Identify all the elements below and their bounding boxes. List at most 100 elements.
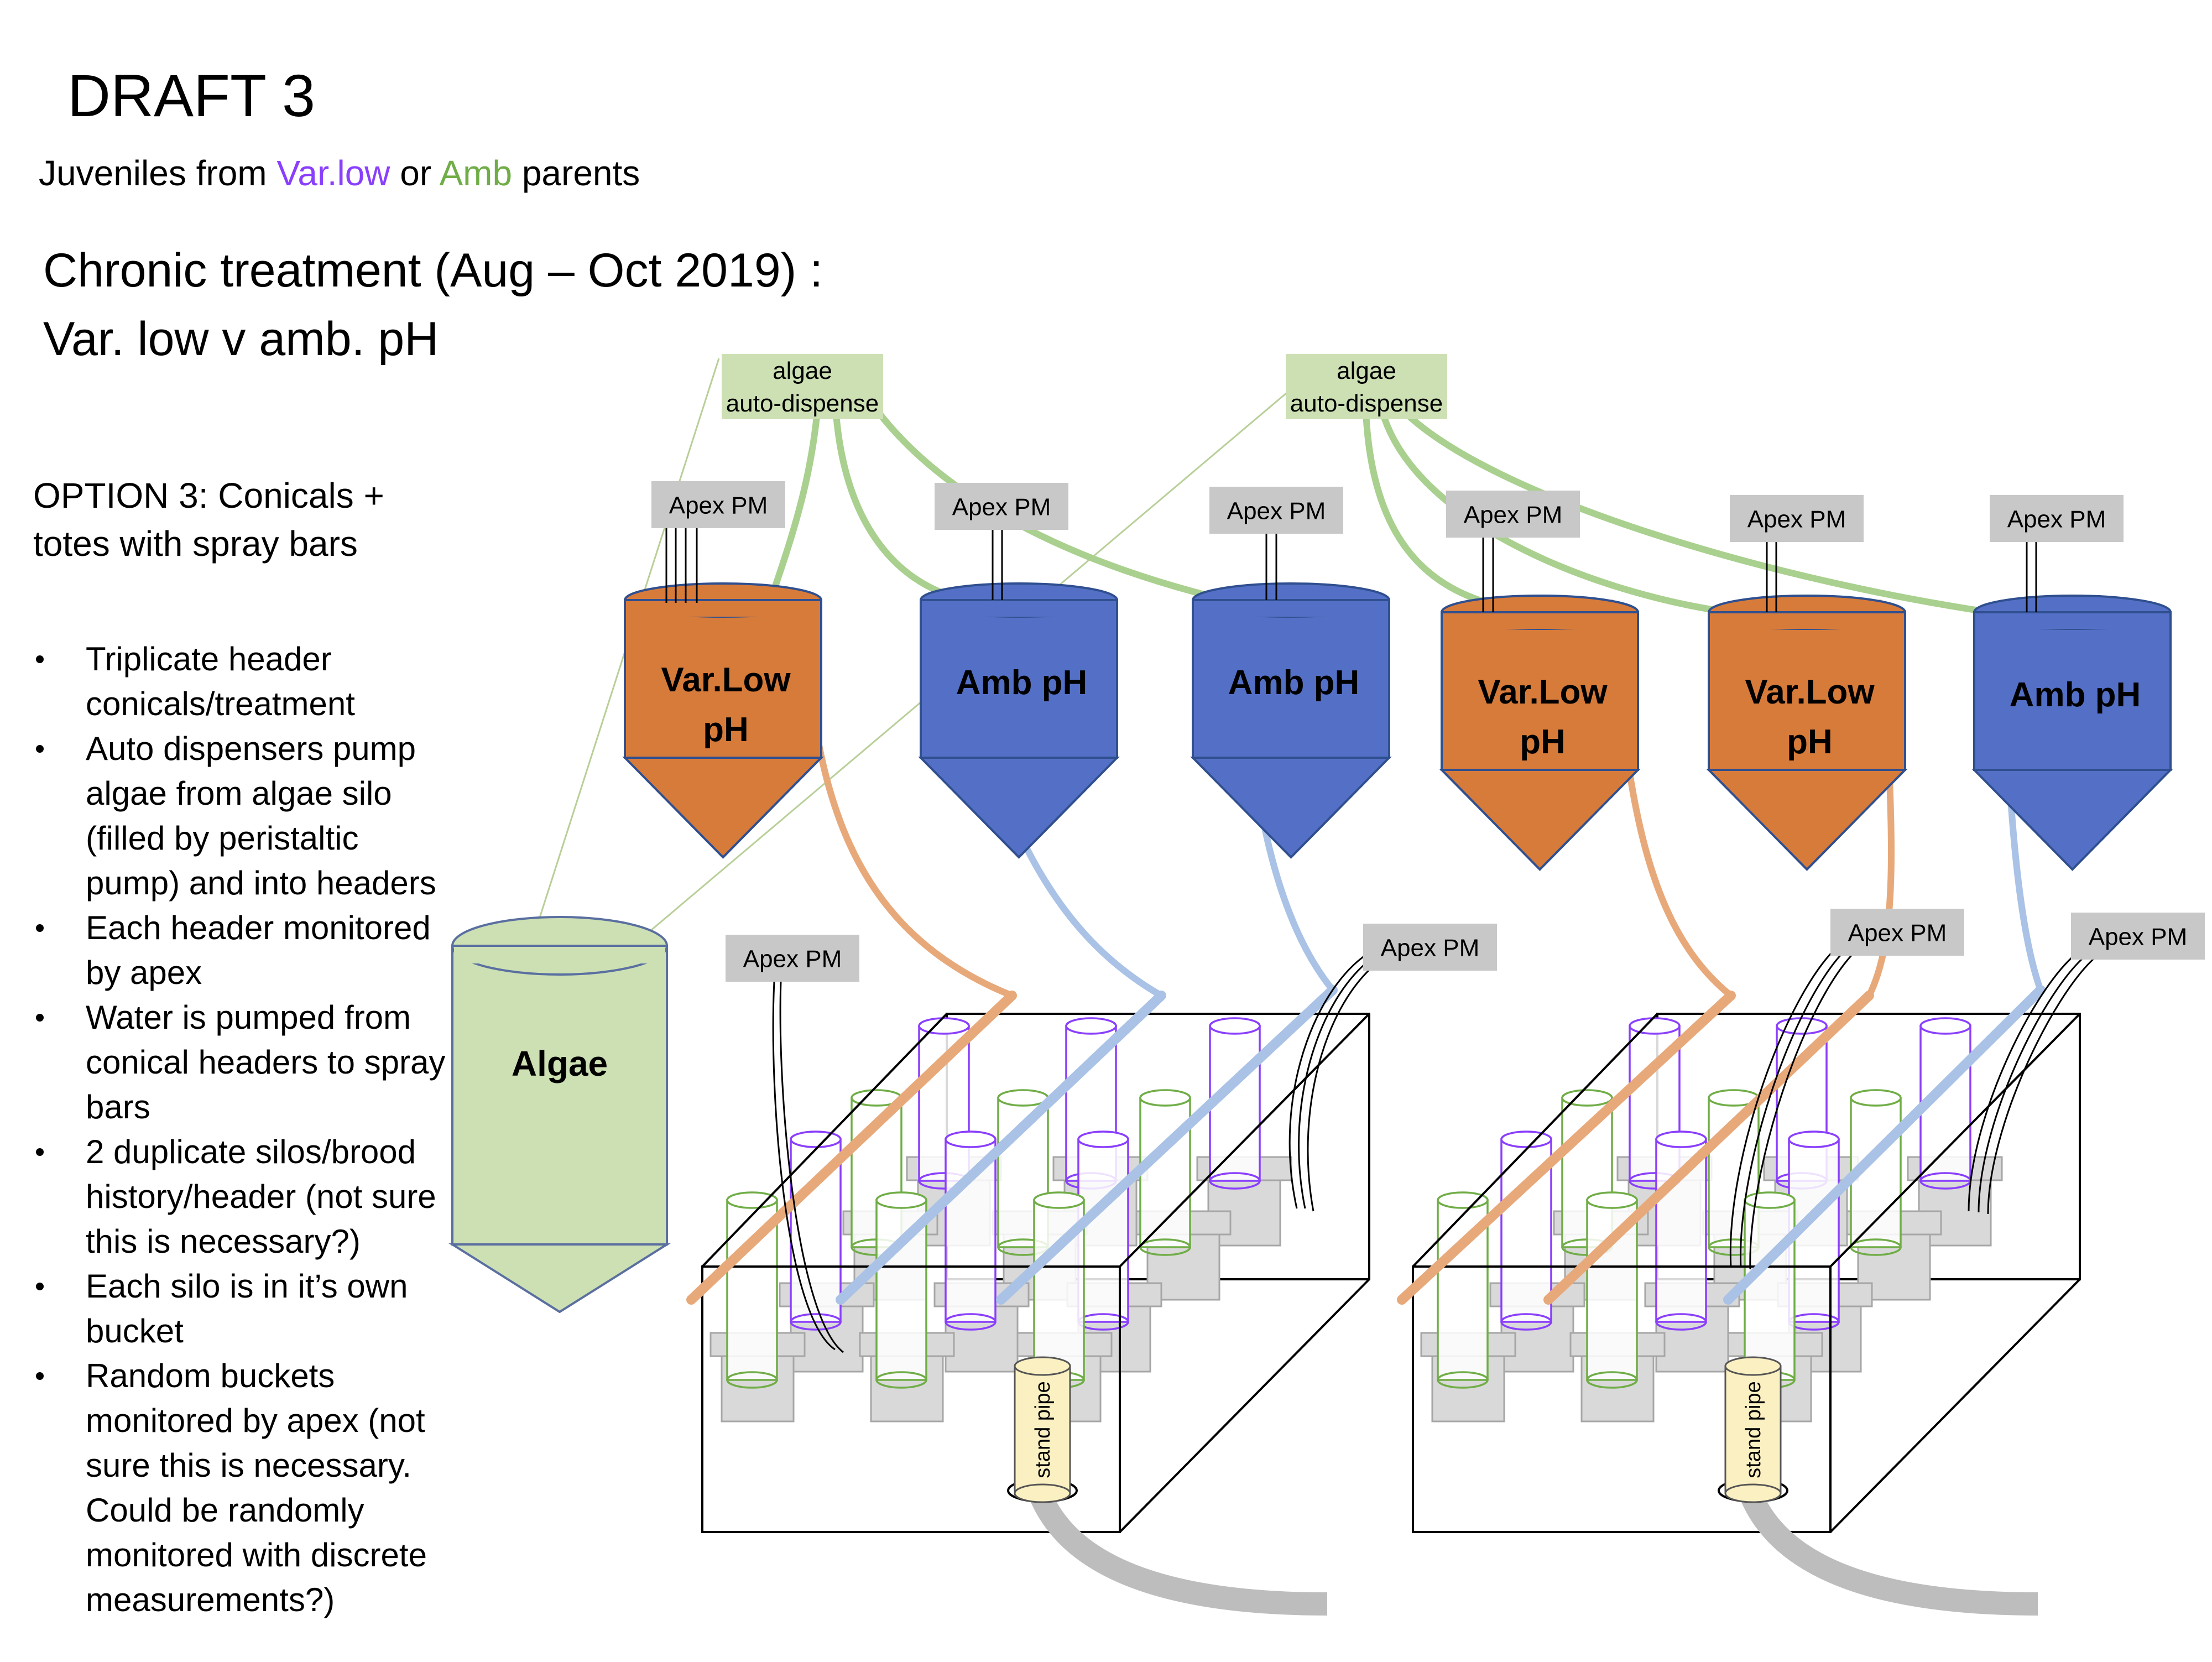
stand-pipe: stand pipe — [1007, 1356, 1078, 1503]
silo-bottom — [875, 1371, 927, 1389]
silo-bottom — [790, 1313, 842, 1331]
apex-header-probe: Apex PM — [1209, 487, 1343, 600]
bullet-text: monitored by apex (not — [86, 1402, 425, 1439]
probe-wire — [1288, 950, 1372, 1209]
bullet-text: conical headers to spray — [86, 1044, 445, 1081]
silo-top — [1437, 1191, 1489, 1209]
bullet-dot — [36, 924, 44, 932]
chronic-line-1: Chronic treatment (Aug – Oct 2019) : — [43, 244, 823, 297]
tank-body — [920, 599, 1118, 759]
bullet-text: pump) and into headers — [86, 864, 436, 902]
apex-label: Apex PM — [952, 494, 1051, 521]
tote-edge — [1829, 1013, 2081, 1268]
tank-cone — [1190, 757, 1392, 859]
apex-label: Apex PM — [1464, 502, 1563, 529]
tank-cone — [1971, 769, 2173, 871]
subtitle-suffix: parents — [512, 153, 640, 193]
tank-lid-cover — [922, 600, 1116, 617]
silo-top — [918, 1017, 970, 1035]
silo-bottom — [1586, 1371, 1638, 1389]
stand-pipe: stand pipe — [1718, 1356, 1788, 1503]
silo-bottom — [726, 1371, 778, 1389]
drain-pipe — [1739, 1488, 2038, 1616]
bullet-dot — [36, 1372, 44, 1380]
silo-top — [1744, 1191, 1796, 1209]
dispenser-label-line-1: algae — [1337, 357, 1396, 384]
apex-header-probe: Apex PM — [1446, 491, 1580, 612]
dispenser-label-line-1: algae — [773, 357, 832, 384]
silo-bottom — [1209, 1172, 1261, 1190]
bullet-text: (filled by peristaltic — [86, 820, 359, 857]
probe-wire — [772, 981, 836, 1351]
tank-label-line-2: pH — [1520, 723, 1566, 761]
tank-label-line-2: pH — [703, 711, 749, 749]
probe-wire — [1978, 953, 2088, 1213]
header-tank-amb: Amb pH — [1971, 595, 2173, 871]
spray-bar — [836, 991, 1166, 1305]
tank-body — [1441, 611, 1639, 771]
tank-body — [1973, 611, 2172, 771]
apex-tote-probe: Apex PM — [1288, 924, 1497, 1212]
header-tank-amb: Amb pH — [1190, 582, 1392, 859]
probe-wire — [1307, 956, 1386, 1212]
silo-top — [945, 1130, 997, 1148]
bullet-text: monitored with discrete — [86, 1536, 427, 1574]
silo-top — [1139, 1089, 1191, 1107]
silo-top — [1561, 1089, 1613, 1107]
apex-label: Apex PM — [669, 492, 768, 519]
silo-top — [1500, 1130, 1552, 1148]
bullet-text: Each silo is in it’s own — [86, 1268, 408, 1305]
silo-top — [1788, 1130, 1840, 1148]
apex-box — [935, 483, 1068, 530]
silo-body — [875, 1199, 927, 1381]
bullet-text: Water is pumped from — [86, 999, 411, 1036]
apex-box — [651, 481, 785, 528]
tank-label-line-1: Var.Low — [1745, 673, 1875, 711]
spray-bar — [996, 985, 1338, 1305]
tote: stand pipe — [1412, 1013, 2081, 1616]
tank-cone — [918, 757, 1120, 859]
tote: stand pipe — [701, 1013, 1370, 1616]
tank-lid-cover — [1194, 600, 1388, 617]
tank-label-line-2: pH — [1787, 723, 1833, 761]
apex-tote-probe: Apex PM — [1968, 913, 2205, 1215]
bullet-text: bucket — [86, 1312, 184, 1350]
bullet-text: Triplicate header — [86, 640, 332, 678]
probe-wire — [1729, 942, 1842, 1267]
silo-bottom — [1437, 1371, 1489, 1389]
bullet-dot — [36, 1283, 44, 1290]
silo-bottom — [1655, 1313, 1707, 1331]
dispenser-box — [722, 354, 883, 419]
stand-pipe-body — [1724, 1365, 1782, 1494]
chronic-line-2: Var. low v amb. pH — [43, 312, 439, 366]
silo-top — [1586, 1191, 1638, 1209]
silo-bottom — [945, 1313, 997, 1331]
option-line-2: totes with spray bars — [33, 524, 358, 564]
algae-feed-line — [1363, 411, 1500, 609]
subtitle-varlow: Var.low — [276, 153, 390, 193]
dispenser-label-line-2: auto-dispense — [1290, 390, 1443, 417]
algae-feed-line — [1379, 411, 1743, 617]
silo-body — [726, 1199, 778, 1381]
apex-label: Apex PM — [743, 946, 842, 973]
tote-front-face — [1412, 1265, 1832, 1533]
header-tank-amb: Amb pH — [918, 582, 1120, 859]
silo-top — [875, 1191, 927, 1209]
probe-wire — [779, 981, 844, 1353]
bullet-dot — [36, 655, 44, 663]
silo-top — [726, 1191, 778, 1209]
tote-front-face — [701, 1265, 1121, 1533]
bullet-text: Auto dispensers pump — [86, 730, 416, 767]
silo-top — [1033, 1191, 1085, 1209]
bullet-text: 2 duplicate silos/brood — [86, 1133, 416, 1170]
algae-silo-label: Algae — [512, 1044, 608, 1083]
tank-cone — [1439, 769, 1641, 871]
spray-bar — [1723, 985, 2046, 1305]
tank-cone — [1706, 769, 1908, 871]
silo-top — [1065, 1017, 1117, 1035]
apex-header-probe: Apex PM — [1730, 495, 1864, 612]
bullet-text: sure this is necessary. — [86, 1447, 411, 1484]
